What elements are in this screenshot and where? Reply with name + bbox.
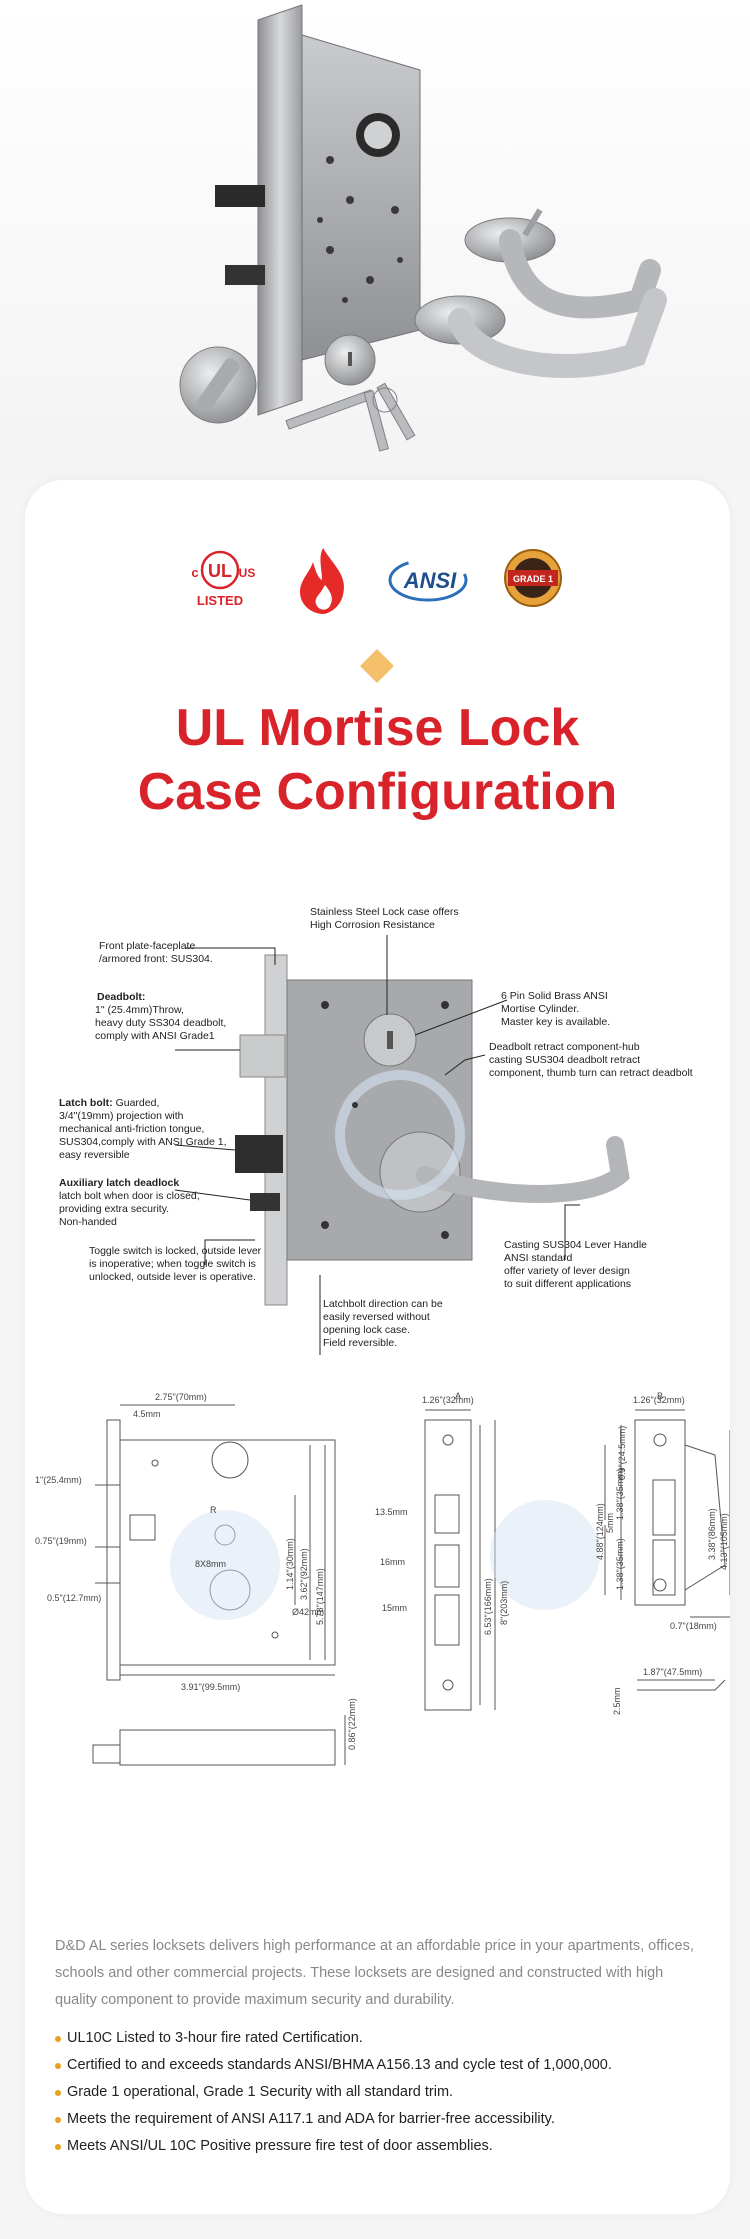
fire-icon: [278, 540, 368, 620]
bullet-icon: [55, 2144, 61, 2150]
svg-text:US: US: [239, 566, 256, 580]
dimension-drawing: A B 2.75"(70mm) 4.5mm 1"(25.4mm) 0.75"(1…: [35, 1391, 730, 1766]
svg-text:2.75"(70mm): 2.75"(70mm): [155, 1392, 207, 1402]
feature-list: UL10C Listed to 3-hour fire rated Certif…: [55, 2025, 715, 2160]
svg-text:2.5mm: 2.5mm: [612, 1687, 622, 1715]
svg-text:ANSI: ANSI: [403, 568, 457, 593]
title-line-1: UL Mortise Lock: [175, 699, 580, 757]
svg-text:R: R: [210, 1505, 217, 1515]
hero-product-photo: [0, 0, 750, 480]
svg-text:1"(25.4mm): 1"(25.4mm): [35, 1475, 82, 1485]
svg-text:Ø42mm: Ø42mm: [292, 1607, 324, 1617]
list-item: Certified to and exceeds standards ANSI/…: [55, 2052, 715, 2079]
svg-text:8"(203mm): 8"(203mm): [499, 1581, 509, 1625]
technical-drawings: A B 2.75"(70mm) 4.5mm 1"(25.4mm) 0.75"(1…: [25, 1385, 730, 1835]
list-item: UL10C Listed to 3-hour fire rated Certif…: [55, 2025, 715, 2052]
callout-deadbolt: Deadbolt: 1" (25.4mm)Throw,heavy duty SS…: [95, 991, 227, 1042]
svg-text:6.53"(166mm): 6.53"(166mm): [483, 1578, 493, 1635]
svg-text:4.5mm: 4.5mm: [133, 1409, 161, 1419]
svg-text:UL: UL: [208, 561, 232, 581]
bullet-icon: [55, 2063, 61, 2069]
svg-text:0.9"(24.5mm): 0.9"(24.5mm): [617, 1426, 627, 1480]
callout-front-plate: Front plate-faceplate/armored front: SUS…: [99, 940, 213, 965]
svg-text:8X8mm: 8X8mm: [195, 1559, 226, 1569]
svg-text:4.13"(105mm): 4.13"(105mm): [719, 1513, 729, 1570]
svg-text:1.38"(35mm): 1.38"(35mm): [615, 1468, 625, 1520]
svg-text:15mm: 15mm: [382, 1603, 407, 1613]
svg-text:1.14"(30mm): 1.14"(30mm): [285, 1538, 295, 1590]
svg-text:0.5"(12.7mm): 0.5"(12.7mm): [47, 1593, 101, 1603]
svg-text:3.91"(99.5mm): 3.91"(99.5mm): [181, 1682, 240, 1692]
page-title: UL Mortise Lock Case Configuration: [25, 696, 730, 824]
list-item: Grade 1 operational, Grade 1 Security wi…: [55, 2079, 715, 2106]
list-item: Meets ANSI/UL 10C Positive pressure fire…: [55, 2133, 715, 2160]
svg-text:13.5mm: 13.5mm: [375, 1507, 408, 1517]
bullet-icon: [55, 2090, 61, 2096]
svg-text:1.26"(32mm): 1.26"(32mm): [422, 1395, 474, 1405]
svg-text:0.7"(18mm): 0.7"(18mm): [670, 1621, 717, 1631]
mortise-lock-illustration: [179, 4, 667, 452]
svg-text:LISTED: LISTED: [197, 593, 243, 608]
svg-text:GRADE 1: GRADE 1: [513, 574, 553, 584]
svg-text:0.75"(19mm): 0.75"(19mm): [35, 1536, 87, 1546]
svg-text:5.78"(147mm): 5.78"(147mm): [315, 1568, 325, 1625]
certification-logos: UL c US LISTED ANSI GRADE 1: [25, 540, 730, 620]
title-line-2: Case Configuration: [137, 763, 618, 821]
svg-text:5mm: 5mm: [605, 1513, 615, 1533]
svg-text:c: c: [191, 565, 198, 580]
svg-text:4.88"(124mm): 4.88"(124mm): [595, 1503, 605, 1560]
bullet-icon: [55, 2117, 61, 2123]
svg-text:3.38"(86mm): 3.38"(86mm): [707, 1508, 717, 1560]
list-item: Meets the requirement of ANSI A117.1 and…: [55, 2106, 715, 2133]
callout-latch-bolt: Latch bolt: Guarded, 3/4"(19mm) projecti…: [59, 1097, 227, 1161]
callout-auxiliary-latch: Auxiliary latch deadlock latch bolt when…: [59, 1177, 200, 1228]
svg-text:0.86"(22mm): 0.86"(22mm): [347, 1698, 357, 1750]
ul-listed-logo: UL c US LISTED: [175, 540, 265, 620]
product-description: D&D AL series locksets delivers high per…: [55, 1938, 694, 2008]
svg-text:3.62"(92mm): 3.62"(92mm): [299, 1548, 309, 1600]
grade1-badge: GRADE 1: [488, 540, 578, 620]
svg-text:1.38"(35mm): 1.38"(35mm): [615, 1538, 625, 1590]
content-card: UL c US LISTED ANSI GRADE 1: [25, 480, 730, 2214]
svg-text:1.26"(32mm): 1.26"(32mm): [633, 1395, 685, 1405]
label-b: B: [657, 1391, 663, 1401]
ansi-logo: ANSI: [383, 540, 473, 620]
bullet-icon: [55, 2036, 61, 2042]
svg-text:16mm: 16mm: [380, 1557, 405, 1567]
label-a: A: [455, 1391, 461, 1401]
lock-case-drawing: [174, 935, 630, 1355]
svg-text:1.87"(47.5mm): 1.87"(47.5mm): [643, 1667, 702, 1677]
diamond-ornament: [360, 649, 394, 683]
